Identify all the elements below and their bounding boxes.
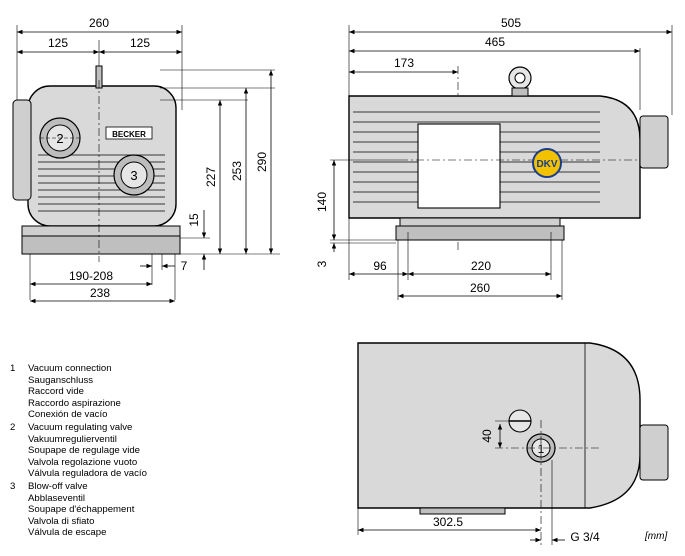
top-body [357,342,641,509]
dim-height-227: 227 [204,167,218,187]
front-view [12,25,280,304]
dim-foot-7: 7 [181,259,188,273]
legend-line: Válvula reguladora de vacío [28,468,147,480]
dim-height-15: 15 [187,213,201,227]
legend-number: 1 [10,363,16,374]
legend-text: Vacuum regulating valve Vakuumregulierve… [28,422,147,480]
legend-number: 3 [10,480,16,492]
dim-side-3: 3 [315,260,329,267]
dim-front-half-left: 125 [48,36,68,50]
legend-line: Abblaseventil [28,492,86,504]
legend-line: Raccord vide [28,386,84,398]
dim-side-length-body: 465 [485,35,505,49]
dim-side-220: 220 [471,259,491,273]
dim-base-width: 238 [90,286,110,300]
callout-3: 3 [130,168,137,183]
legend-number: 2 [10,421,16,433]
dim-side-173: 173 [394,56,414,70]
dim-height-290: 290 [255,152,269,172]
legend-line: Raccordo aspirazione [28,397,121,409]
callout-2: 2 [56,131,63,146]
legend: 1 Vacuum connection Sauganschluss Raccor… [10,363,210,540]
dim-side-260: 260 [470,281,490,295]
legend-line: Vacuum connection [28,363,112,374]
legend-line: Soupape de regulage vide [28,445,141,457]
legend-line: Válvula de escape [28,527,107,539]
legend-item-1: 1 Vacuum connection Sauganschluss Raccor… [10,363,210,421]
dim-top-302: 302.5 [433,515,463,529]
legend-text: Blow-off valve Abblaseventil Soupape d'é… [28,481,134,539]
side-view [330,25,673,300]
becker-plate [105,126,153,140]
dkv-badge [532,148,562,178]
top-view [357,342,669,545]
dim-front-half-right: 125 [130,36,150,50]
unit-label: [mm] [645,531,668,542]
callout-1: 1 [538,442,545,456]
side-plate [417,123,501,209]
legend-item-3: 3 Blow-off valve Abblaseventil Soupape d… [10,481,210,539]
brand-label: BECKER [112,130,146,139]
legend-line: Blow-off valve [28,480,88,492]
dim-foot-span: 190-208 [69,269,113,283]
legend-line: Valvola regolazione vuoto [28,456,138,468]
legend-line: Conexión de vacío [28,409,108,421]
legend-text: Vacuum connection Sauganschluss Raccord … [28,363,121,421]
legend-line: Sauganschluss [28,374,94,386]
legend-item-2: 2 Vacuum regulating valve Vakuumregulier… [10,422,210,480]
dkv-badge-label: DKV [536,159,557,170]
legend-line: Vacuum regulating valve [28,421,133,433]
dim-front-width: 260 [89,16,109,30]
dim-height-253: 253 [230,161,244,181]
dim-top-40: 40 [480,429,494,443]
dim-side-length-total: 505 [501,16,521,30]
legend-line: Valvola di sfiato [28,515,95,527]
dim-top-thread: G 3/4 [570,530,600,544]
dim-side-96: 96 [373,259,387,273]
legend-line: Soupape d'échappement [28,504,135,516]
dim-side-140: 140 [315,192,329,212]
legend-line: Vakuumregulierventil [28,433,117,445]
